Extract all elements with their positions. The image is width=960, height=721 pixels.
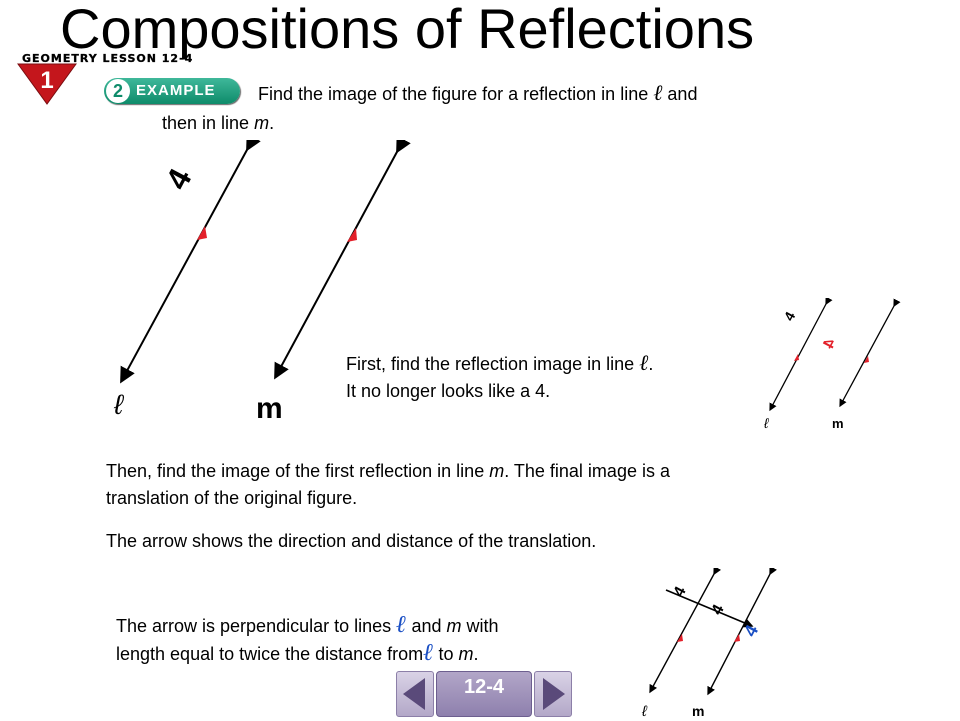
step2-line-2: translation of the original figure.	[106, 488, 358, 508]
line-m	[274, 140, 411, 380]
course-tag: GEOMETRY LESSON 12-4	[22, 52, 194, 65]
direction-arrow-l	[197, 226, 207, 240]
translation-figure: 4 4 4 ℓ m	[641, 568, 777, 720]
direction-arrow-m	[347, 228, 357, 242]
line-l	[120, 140, 261, 384]
example-number: 2	[106, 79, 130, 103]
translation-arrow	[665, 589, 754, 628]
translated-four: 4	[740, 622, 762, 640]
svg-text:4: 4	[671, 584, 690, 600]
step2-line-1: Then, find the image of the first reflec…	[106, 461, 670, 481]
reflection-figure: 4 4 ℓ m	[763, 298, 901, 431]
reflected-four: 4	[820, 336, 839, 352]
figure-four: 4	[158, 162, 198, 195]
lesson-number-button[interactable]: 12-4	[436, 671, 532, 717]
line-l-symbol: ℓ	[639, 350, 649, 375]
label-m: m	[256, 392, 283, 425]
chevron-right-icon	[543, 678, 565, 710]
example-label: EXAMPLE	[136, 82, 216, 99]
next-button[interactable]	[534, 671, 572, 717]
step3-line: The arrow shows the direction and distan…	[106, 531, 597, 551]
page-title: Compositions of Reflections	[60, 0, 755, 60]
step4-line-2: length equal to twice the distance fromℓ…	[116, 640, 479, 666]
step1-line-1: First, find the reflection image in line…	[346, 350, 654, 375]
prompt-line-2: then in line m.	[162, 113, 275, 133]
svg-text:ℓ: ℓ	[641, 703, 648, 720]
slide-navigation: 12-4	[396, 671, 572, 717]
step4-line-1: The arrow is perpendicular to lines ℓ an…	[116, 612, 499, 638]
lesson-badge-number: 1	[40, 67, 53, 94]
previous-button[interactable]	[396, 671, 434, 717]
line-l-symbol: ℓ	[423, 640, 434, 666]
small-four: 4	[781, 309, 799, 324]
lesson-badge-icon: 1	[17, 63, 77, 105]
label-l: ℓ	[113, 389, 125, 420]
prompt-line-1: Find the image of the figure for a refle…	[258, 80, 698, 105]
svg-text:m: m	[832, 416, 844, 431]
chevron-left-icon	[403, 678, 425, 710]
svg-text:ℓ: ℓ	[763, 415, 769, 431]
line-l-symbol: ℓ	[653, 80, 663, 105]
step1-line-2: It no longer looks like a 4.	[346, 381, 551, 401]
svg-text:m: m	[692, 703, 704, 719]
line-l-symbol: ℓ	[396, 612, 407, 638]
original-figure: 4 ℓ m	[113, 140, 411, 425]
